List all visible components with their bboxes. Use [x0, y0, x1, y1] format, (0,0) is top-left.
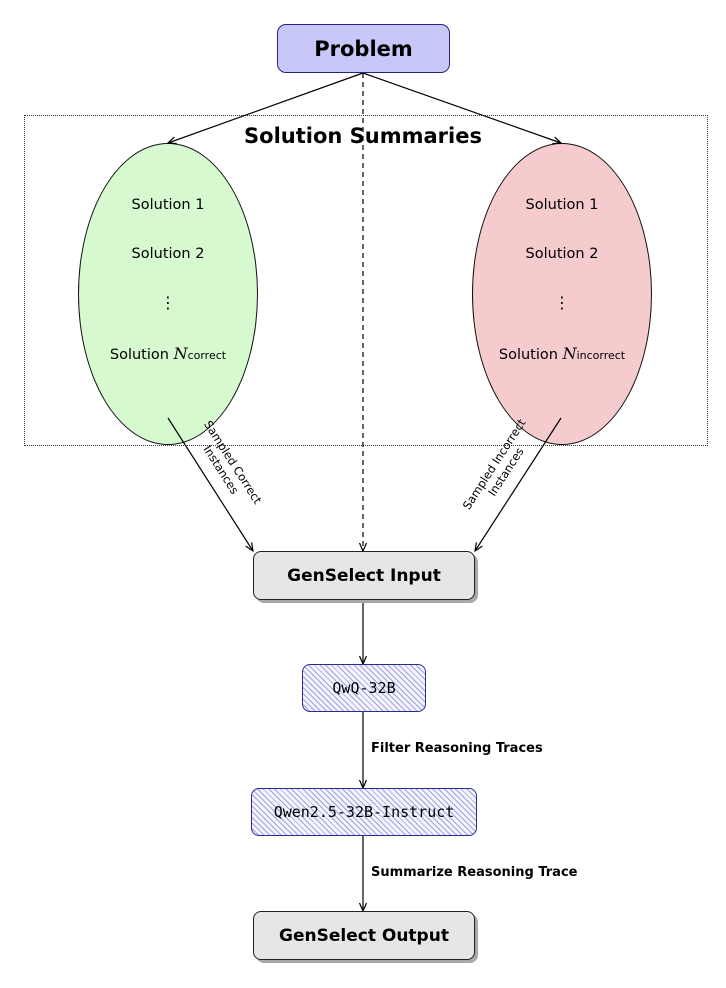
summarize-reasoning-label: Summarize Reasoning Trace	[371, 865, 578, 880]
correct-solution-n-sub: correct	[187, 349, 227, 362]
problem-node: Problem	[277, 24, 450, 73]
arrow-correct-to-input	[167, 417, 253, 551]
filter-reasoning-label: Filter Reasoning Traces	[371, 741, 543, 756]
qwen-model-label: Qwen2.5-32B-Instruct	[273, 803, 455, 821]
incorrect-vertical-dots: ⋮	[554, 293, 570, 312]
qwen-model-node: Qwen2.5-32B-Instruct	[251, 788, 477, 836]
correct-vertical-dots: ⋮	[160, 293, 176, 312]
correct-solution-n-var: N	[173, 344, 188, 363]
incorrect-solution-2: Solution 2	[525, 246, 599, 262]
qwq-model-node: QwQ-32B	[302, 664, 426, 712]
genselect-output-label: GenSelect Output	[279, 925, 449, 946]
incorrect-solution-1: Solution 1	[525, 197, 599, 213]
solution-summaries-title: Solution Summaries	[244, 124, 482, 148]
genselect-input-label: GenSelect Input	[287, 565, 441, 586]
arrow-incorrect-to-input	[475, 417, 562, 551]
correct-solution-1: Solution 1	[131, 197, 205, 213]
incorrect-solution-n: Solution Nincorrect	[472, 344, 652, 363]
qwq-model-label: QwQ-32B	[332, 679, 396, 697]
problem-label: Problem	[314, 36, 413, 61]
arrow-problem-to-incorrect	[362, 72, 561, 143]
genselect-output-node: GenSelect Output	[253, 911, 475, 960]
arrow-problem-to-correct	[168, 72, 364, 143]
incorrect-solution-n-sub: incorrect	[576, 349, 626, 362]
incorrect-solutions-ellipse	[472, 143, 652, 445]
incorrect-solution-n-prefix: Solution	[498, 347, 563, 363]
incorrect-solution-n-var: N	[562, 344, 577, 363]
genselect-input-node: GenSelect Input	[253, 551, 475, 600]
correct-solution-n: Solution Ncorrect	[78, 344, 258, 363]
correct-solutions-ellipse	[78, 143, 258, 445]
solution-summaries-group	[24, 115, 708, 446]
correct-solution-2: Solution 2	[131, 246, 205, 262]
correct-solution-n-prefix: Solution	[109, 347, 174, 363]
